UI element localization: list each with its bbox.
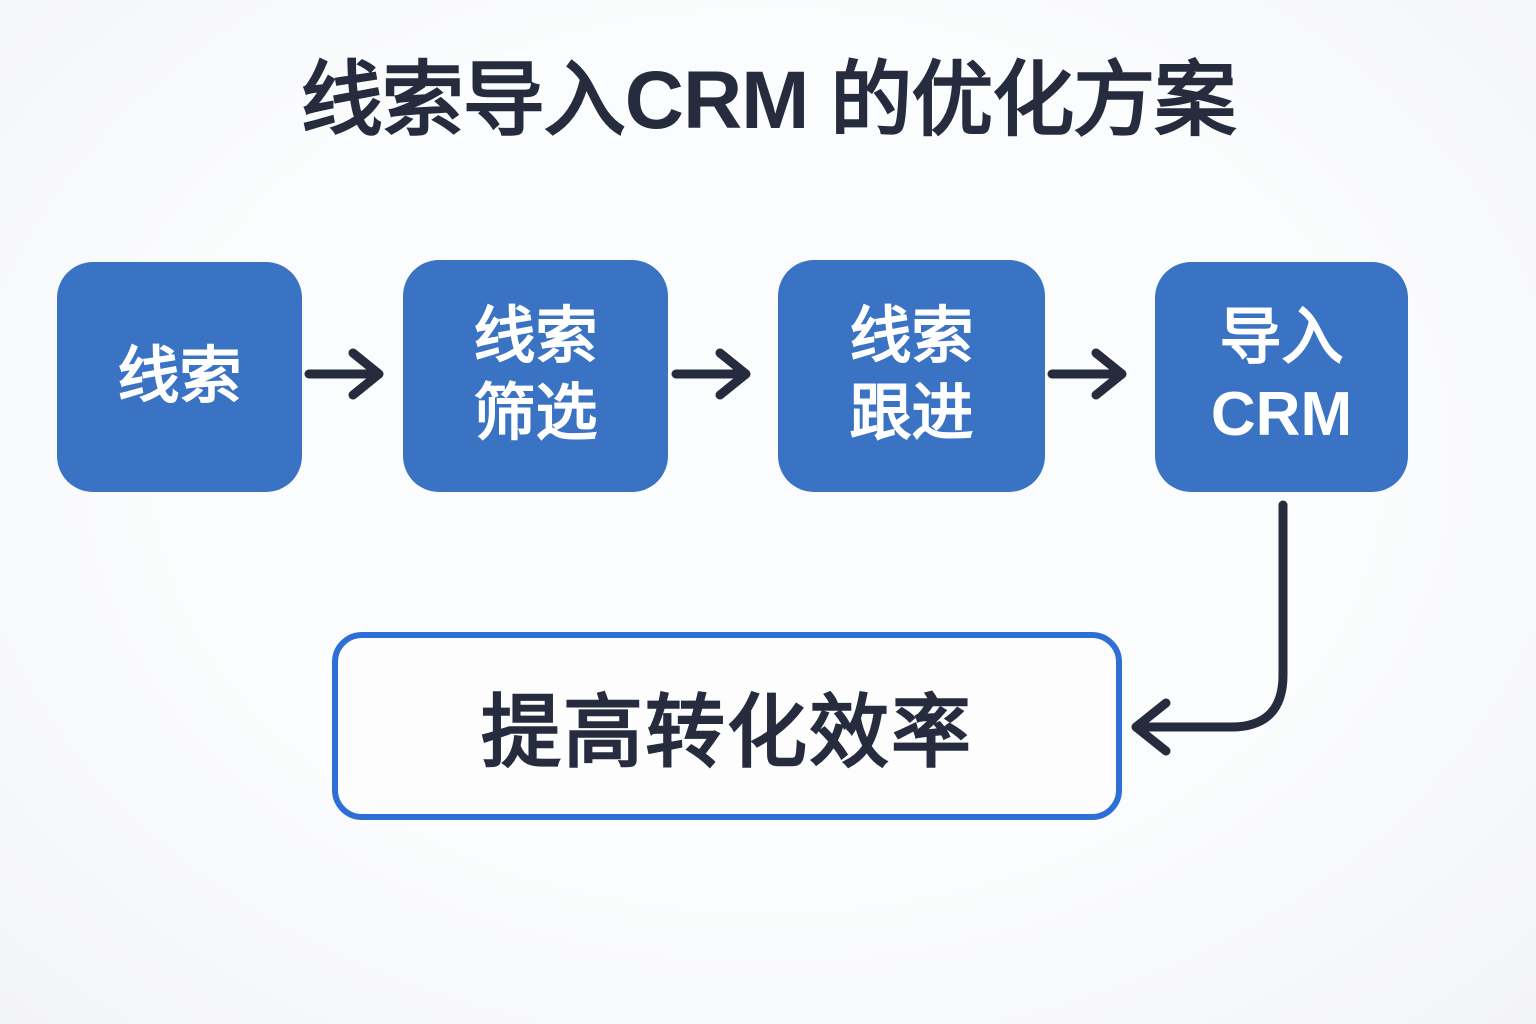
node-lead-screening-label: 线索 筛选 xyxy=(473,302,598,448)
node-lead-follow-up: 线索 跟进 xyxy=(778,260,1045,492)
arrow-right-icon xyxy=(304,348,384,400)
diagram-title: 线索导入CRM 的优化方案 xyxy=(300,55,1237,146)
node-import-crm-label: 导入 CRM xyxy=(1210,303,1353,449)
elbow-arrow-down-left-icon xyxy=(1131,500,1288,756)
arrow-right-icon xyxy=(1047,348,1127,400)
arrow-right-icon xyxy=(671,348,751,400)
node-lead-follow-up-label: 线索 跟进 xyxy=(849,302,974,448)
node-leads-label: 线索 xyxy=(117,341,242,411)
result-box: 提高转化效率 xyxy=(332,632,1122,820)
node-lead-screening: 线索 筛选 xyxy=(403,260,668,492)
result-box-label: 提高转化效率 xyxy=(481,688,973,777)
node-leads: 线索 xyxy=(57,262,302,492)
node-import-crm: 导入 CRM xyxy=(1155,262,1408,492)
